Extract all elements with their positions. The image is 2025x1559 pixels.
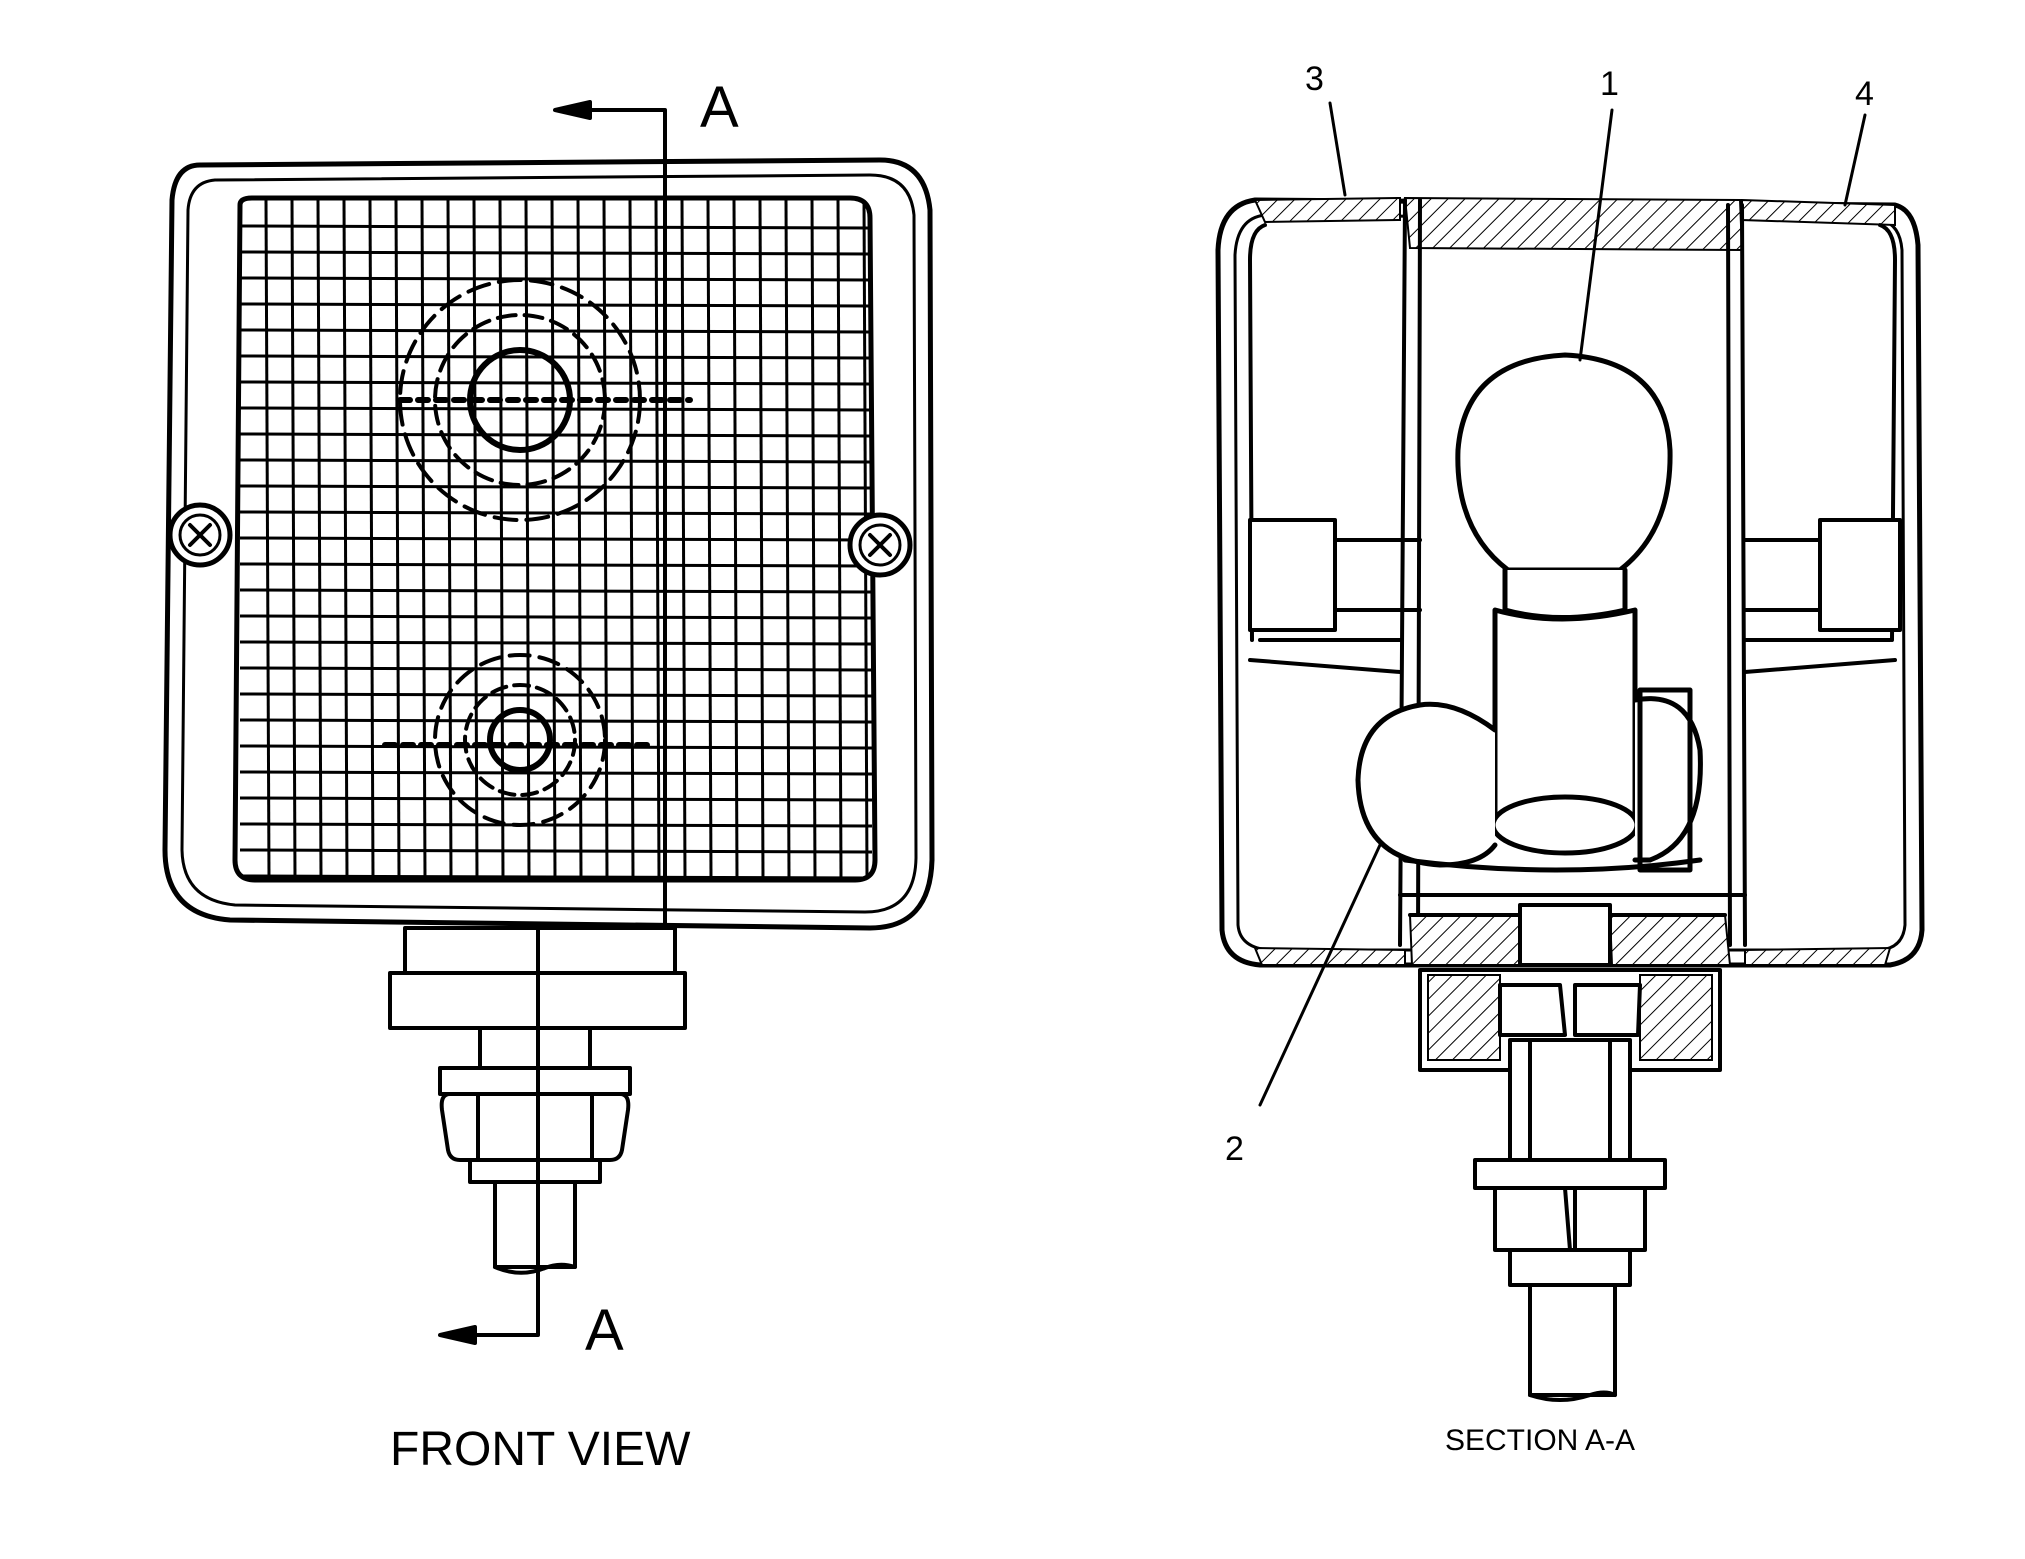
base-hatch-left — [1408, 914, 1527, 966]
lens-grid-line — [239, 328, 873, 334]
lens-grid-line — [239, 224, 873, 230]
lens-top-left — [1253, 196, 1401, 224]
lens-grid-line — [239, 354, 873, 360]
front-view-caption: FRONT VIEW — [390, 1423, 691, 1476]
lens-grid-line — [239, 666, 873, 672]
callout-leaders — [1258, 101, 1867, 1107]
section-line-a-a — [438, 100, 667, 1345]
base-hatch-right — [1608, 914, 1732, 966]
lens-grid-line — [239, 848, 873, 854]
bulb-2 — [1355, 687, 1703, 873]
lens-grid-line — [239, 380, 873, 386]
section-view-caption: SECTION A-A — [1445, 1424, 1635, 1457]
callout-1: 1 — [1600, 65, 1619, 103]
lens-grid-line — [239, 796, 873, 802]
lens-grid-line — [239, 692, 873, 698]
nut-block-hatch-left — [1427, 974, 1501, 1061]
lens-grid-line — [239, 874, 873, 880]
section-view: 1 2 3 4 SECTION A-A — [1215, 60, 1925, 1457]
lens-grid-line — [239, 458, 873, 464]
lens-top-center — [1403, 196, 1744, 252]
lens-grid-line — [239, 302, 873, 308]
base-hatch-bottom-right — [1744, 946, 1892, 966]
lens-grid-line — [239, 614, 873, 620]
section-mark-bottom: A — [585, 1298, 624, 1363]
lens-grid-line — [239, 770, 873, 776]
lens-grid-line — [239, 822, 873, 828]
lens-grid-line — [239, 536, 873, 542]
side-sockets — [1248, 518, 1902, 632]
lens-grid — [239, 199, 873, 880]
callout-2: 2 — [1225, 1130, 1244, 1168]
stem-assembly — [1418, 968, 1722, 1402]
base-frame — [1398, 893, 1747, 967]
right-screw — [847, 512, 913, 578]
lens-grid-line — [239, 250, 873, 256]
lens-grid-line — [239, 718, 873, 724]
lens-grid-line — [239, 484, 873, 490]
lamp-housing-outline — [162, 157, 935, 931]
lens-grid-line — [239, 406, 873, 412]
upper-bulb-pattern — [397, 278, 693, 522]
lens-top-right — [1741, 198, 1896, 227]
lens-grid-line — [239, 640, 873, 646]
lamp-housing-inner-rim — [180, 173, 918, 914]
lens-grid-line — [239, 276, 873, 282]
left-screw — [167, 502, 233, 568]
lens-grid-line — [239, 588, 873, 594]
lower-bulb-pattern — [382, 653, 653, 827]
nut-block-hatch-right — [1639, 974, 1713, 1061]
front-view: A A FRONT VIEW — [162, 75, 935, 1476]
lens-grid-line — [239, 562, 873, 568]
callout-3: 3 — [1305, 60, 1324, 98]
callout-4: 4 — [1855, 75, 1874, 113]
lens-border — [232, 195, 878, 883]
section-mark-top: A — [700, 75, 739, 140]
